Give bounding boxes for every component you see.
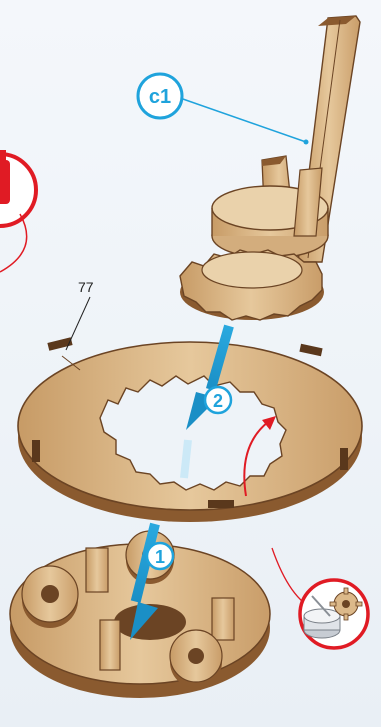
shaft-assembly (180, 16, 360, 320)
small-gear-right (170, 630, 222, 688)
part-callout-c1: c1 (138, 74, 309, 145)
pinion-gear (180, 250, 324, 320)
step-label-1: 1 (155, 547, 165, 567)
small-gear-left (22, 566, 78, 628)
lubricant-gear-icon (300, 580, 368, 648)
ring-gear (18, 337, 362, 522)
step-label-2: 2 (213, 391, 223, 411)
part-number-label: 77 (78, 279, 94, 295)
part-callout-label: c1 (149, 86, 171, 108)
bottle-icon (0, 150, 36, 272)
